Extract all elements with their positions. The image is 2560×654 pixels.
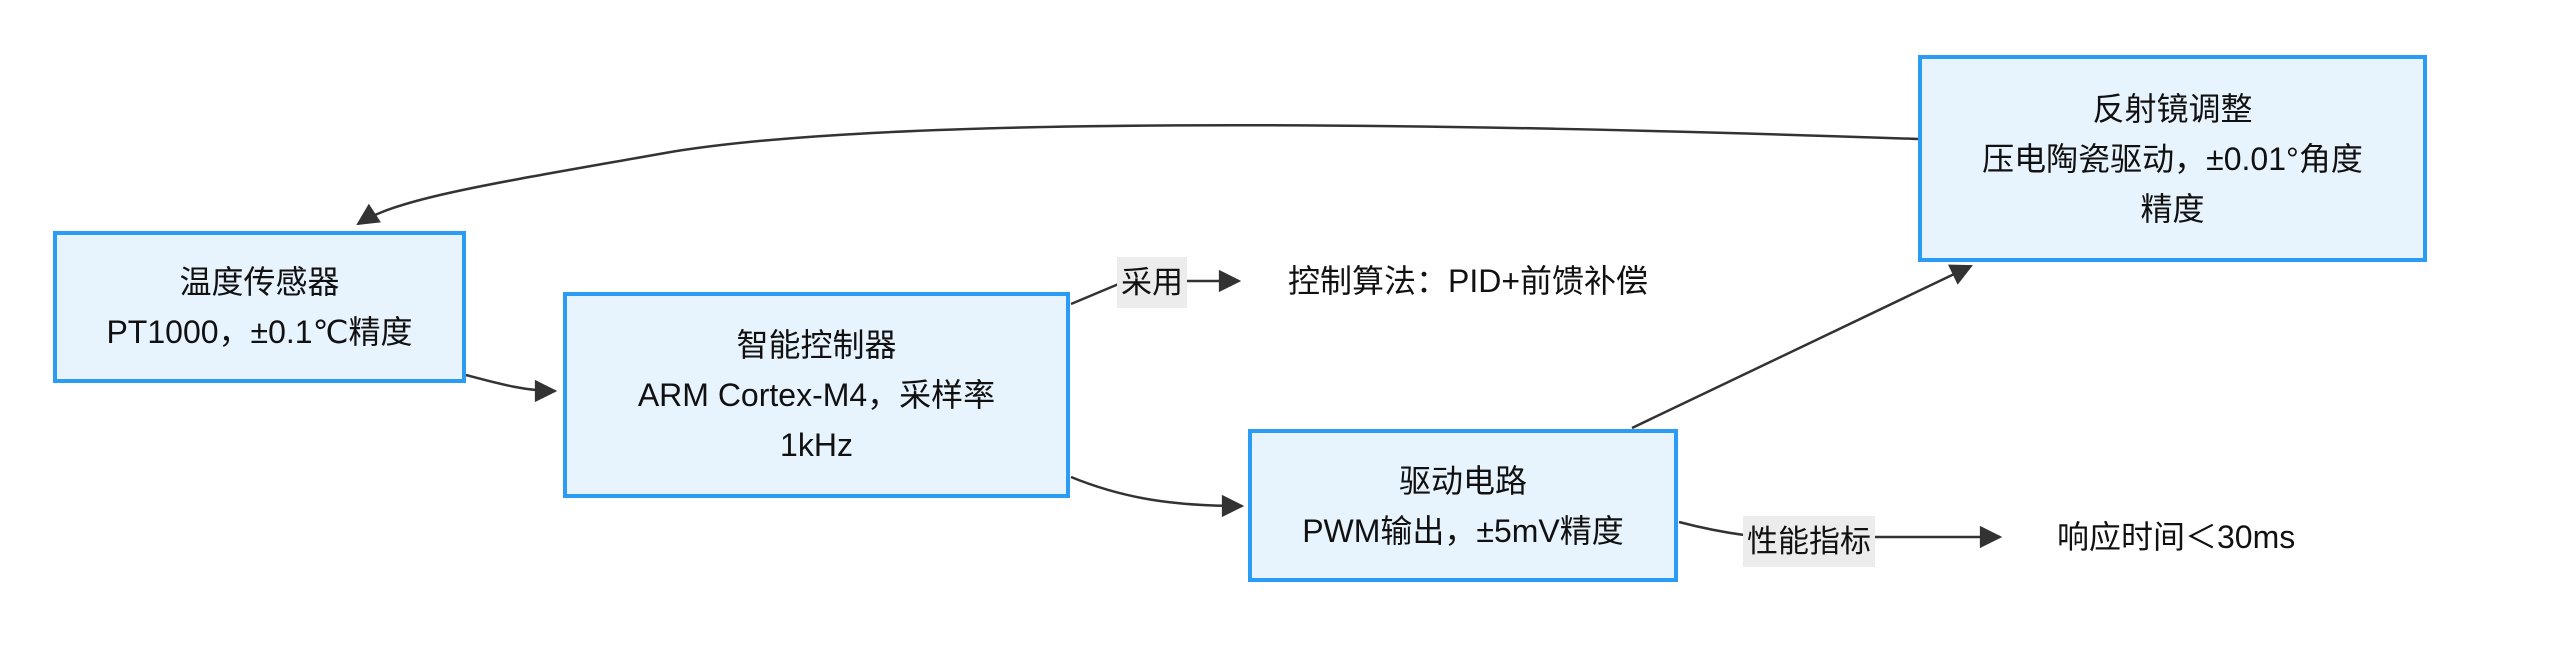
edge-driver-to-perf-label (1678, 520, 1745, 537)
text-control-algorithm: 控制算法：PID+前馈补偿 (1288, 263, 1649, 299)
node-driver-spec: PWM输出，±5mV精度 (1302, 512, 1624, 549)
node-mirror: 反射镜调整 压电陶瓷驱动，±0.01°角度 精度 (1918, 55, 2427, 262)
node-temp-sensor-spec: PT1000，±0.1℃精度 (106, 314, 413, 350)
node-mirror-spec: 压电陶瓷驱动，±0.01°角度 (1982, 140, 2363, 177)
edge-driver-to-mirror (1631, 266, 1971, 430)
node-driver: 驱动电路 PWM输出，±5mV精度 (1248, 429, 1678, 582)
edge-mirror-to-temp-feedback (358, 123, 1919, 224)
node-controller-spec: ARM Cortex-M4，采样率 (637, 377, 996, 413)
node-driver-title: 驱动电路 (1398, 462, 1527, 499)
node-mirror-title: 反射镜调整 (2092, 90, 2253, 127)
edge-label-adopt: 采用 (1117, 257, 1187, 308)
node-mirror-spec2: 精度 (2140, 190, 2205, 227)
edge-temp-to-controller (465, 373, 555, 391)
node-controller-spec2: 1kHz (780, 427, 853, 463)
edge-label-performance: 性能指标 (1743, 516, 1875, 567)
node-controller: 智能控制器 ARM Cortex-M4，采样率 1kHz (563, 292, 1070, 498)
node-controller-title: 智能控制器 (736, 327, 897, 363)
node-temp-sensor-title: 温度传感器 (179, 264, 340, 300)
node-temp-sensor: 温度传感器 PT1000，±0.1℃精度 (53, 231, 466, 383)
edge-controller-to-adopt-label (1070, 281, 1122, 306)
edge-controller-to-driver (1070, 475, 1242, 506)
text-response-time: 响应时间＜30ms (2057, 519, 2296, 555)
